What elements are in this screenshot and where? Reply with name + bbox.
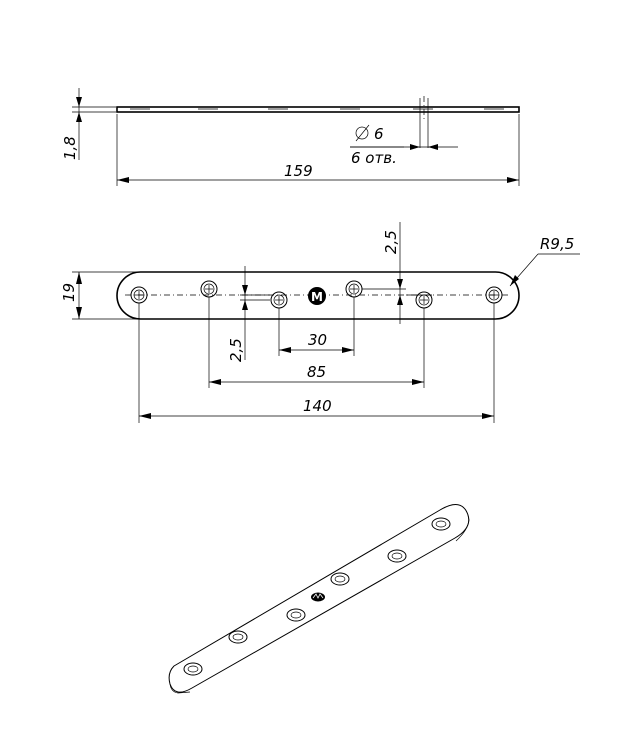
dim-thickness-label: 1,8	[61, 136, 79, 160]
dim-offset-bottom: 2,5	[227, 266, 270, 362]
plate-outline	[116, 271, 520, 320]
dim-inner-spacing: 30	[278, 297, 355, 356]
holes	[130, 280, 503, 309]
hole-5	[415, 291, 433, 309]
iso-plate-outline	[168, 504, 470, 693]
dim-width-label: 19	[60, 283, 78, 302]
dim-overall-length: 159	[116, 114, 520, 186]
hole-1	[130, 286, 148, 304]
dim-hole-diameter-label: 6	[374, 125, 384, 143]
dim-outer-spacing-label: 140	[303, 397, 332, 415]
dim-offset-top-label: 2,5	[382, 230, 400, 254]
marking-stamp-label: M	[311, 290, 323, 304]
dim-middle-spacing: 85	[208, 297, 425, 388]
marking-stamp: M	[308, 287, 326, 305]
dim-hole-diameter: 6 6 отв.	[350, 124, 458, 167]
dim-radius: R9,5	[509, 235, 580, 287]
dim-hole-count-label: 6 отв.	[351, 149, 397, 167]
hole-4	[345, 280, 363, 298]
dim-offset-bottom-label: 2,5	[227, 338, 245, 362]
plate-side-profile	[116, 106, 520, 113]
dim-offset-top: 2,5	[362, 222, 432, 324]
hole-6	[485, 286, 503, 304]
dim-radius-label: R9,5	[540, 235, 574, 253]
front-view: M 19 2,5 2,5	[60, 222, 580, 423]
dim-inner-spacing-label: 30	[308, 331, 327, 349]
dim-width: 19	[60, 271, 140, 320]
side-view: 1,8 159 6 6 отв.	[61, 88, 520, 186]
iso-holes	[183, 517, 451, 676]
hole-2	[200, 280, 218, 298]
hole-3	[270, 291, 288, 309]
dim-overall-length-label: 159	[284, 162, 313, 180]
dim-thickness: 1,8	[61, 88, 116, 160]
isometric-view	[168, 504, 470, 694]
diameter-symbol-icon	[355, 124, 370, 142]
dim-middle-spacing-label: 85	[307, 363, 326, 381]
iso-marking-stamp	[311, 592, 325, 602]
dim-outer-spacing: 140	[138, 303, 495, 423]
